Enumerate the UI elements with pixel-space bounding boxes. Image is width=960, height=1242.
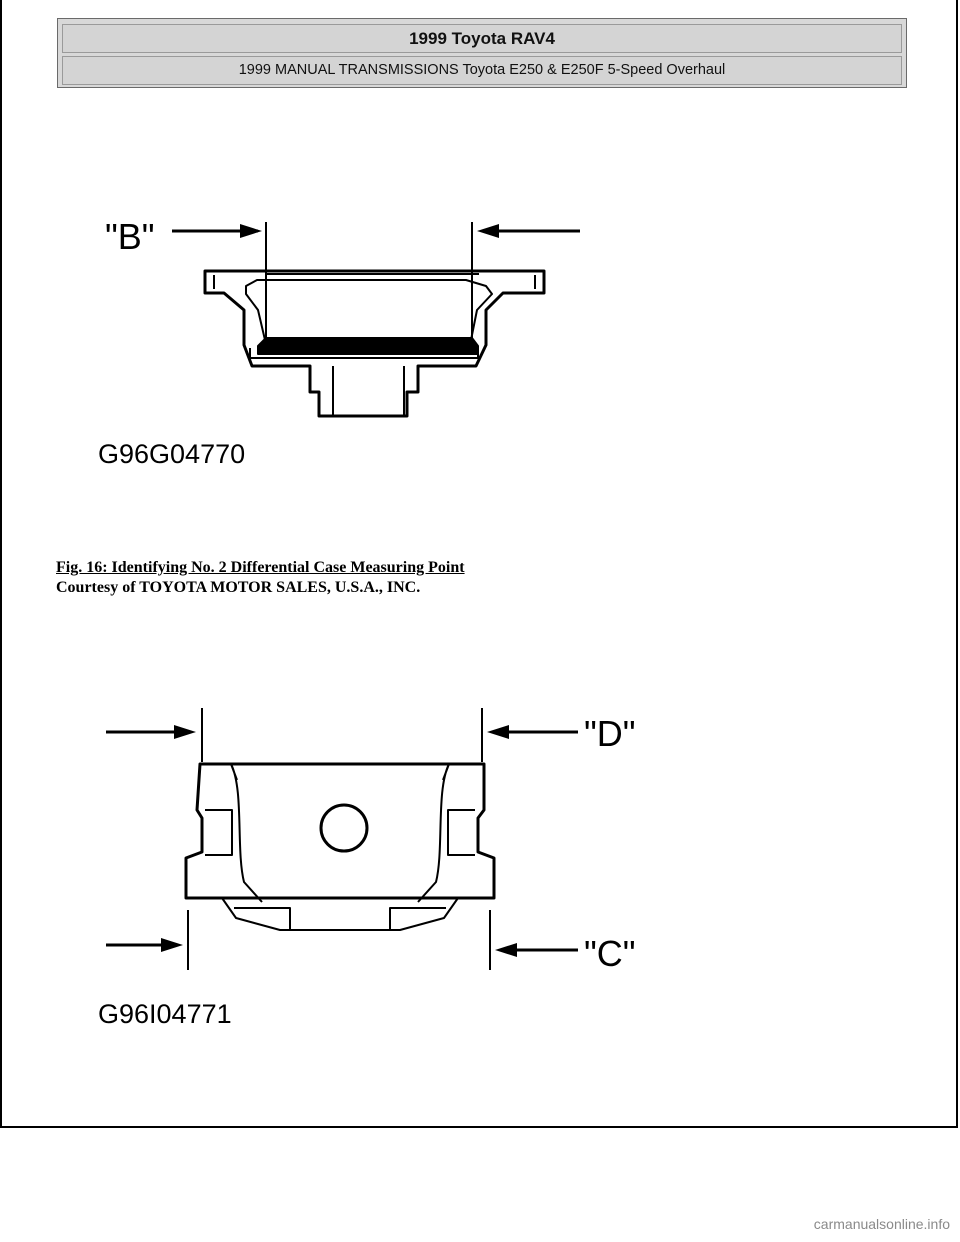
label-b: "B" [105, 216, 155, 257]
case-outline [203, 269, 546, 418]
label-d: "D" [584, 713, 636, 754]
carrier-outline [184, 762, 496, 900]
figure-caption: Fig. 16: Identifying No. 2 Differential … [56, 558, 465, 598]
page-frame [0, 0, 958, 1128]
figure-code-1: G96G04770 [98, 439, 245, 469]
figure-b-diagram: "B" G96G04770 [0, 190, 960, 480]
figure-caption-credit: Courtesy of TOYOTA MOTOR SALES, U.S.A., … [56, 579, 421, 596]
watermark: carmanualsonline.info [813, 1216, 950, 1232]
header-title: 1999 Toyota RAV4 [62, 24, 902, 53]
figure-caption-title: Fig. 16: Identifying No. 2 Differential … [56, 559, 465, 576]
document-header: 1999 Toyota RAV4 1999 MANUAL TRANSMISSIO… [57, 18, 907, 88]
label-c: "C" [584, 933, 636, 974]
header-subtitle: 1999 MANUAL TRANSMISSIONS Toyota E250 & … [62, 56, 902, 85]
figure-code-2: G96I04771 [98, 999, 232, 1029]
figure-cd-diagram: "D" "C" G96I04771 [0, 700, 960, 1030]
